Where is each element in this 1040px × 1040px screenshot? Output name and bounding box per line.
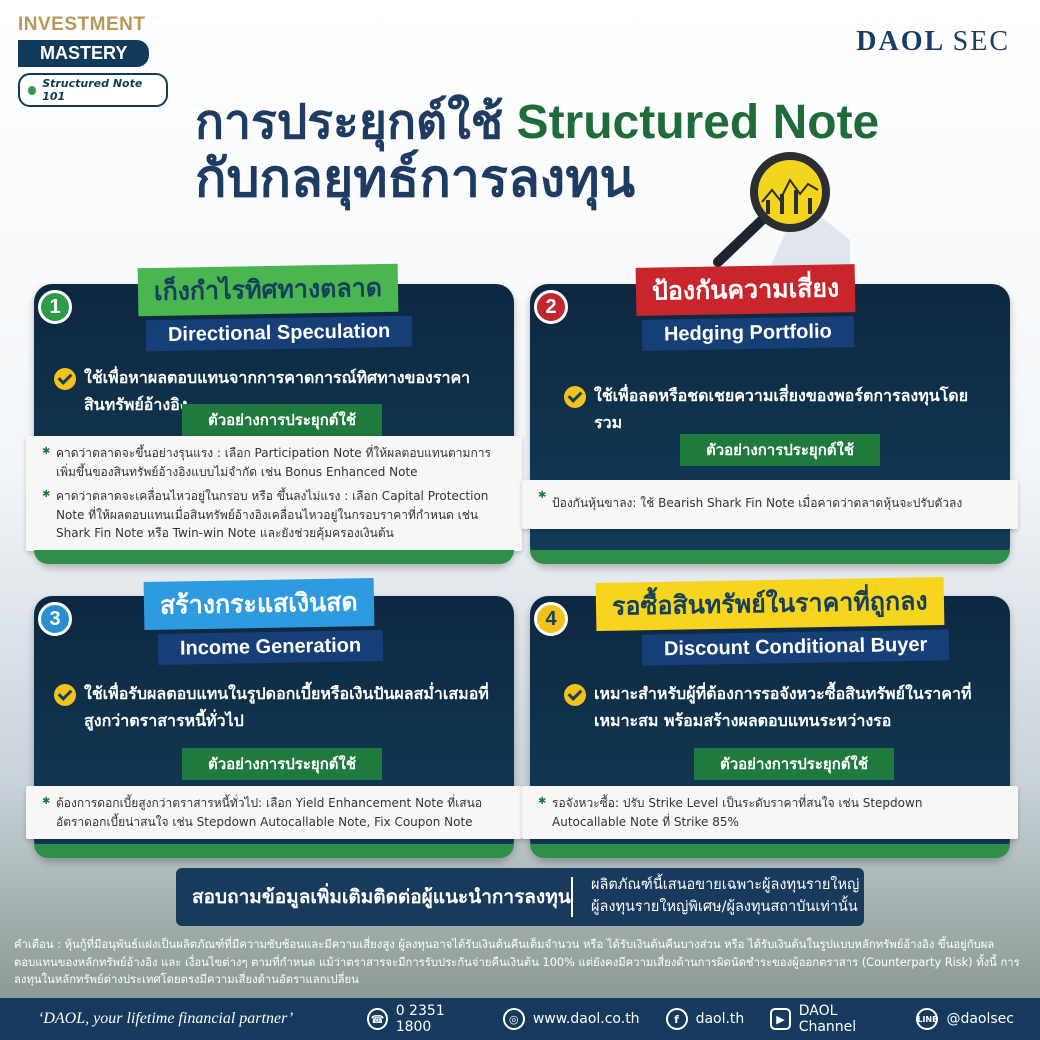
title-line1-th: การประยุกต์ใช้ bbox=[195, 96, 517, 149]
card-title-en: Income Generation bbox=[157, 630, 384, 665]
example-item: คาดว่าตลาดจะขึ้นอย่างรุนแรง : เลือก Part… bbox=[42, 444, 498, 481]
contact-bar: สอบถามข้อมูลเพิ่มเติมติดต่อผู้แนะนำการลง… bbox=[176, 868, 864, 926]
series-investment: INVESTMENT bbox=[18, 14, 146, 35]
series-tag-label: Structured Note 101 bbox=[42, 77, 143, 103]
check-icon bbox=[54, 368, 76, 390]
eligibility-line-1: ผลิตภัณฑ์นี้เสนอขายเฉพาะผู้ลงทุนรายใหญ่ bbox=[591, 877, 860, 894]
facebook-link[interactable]: f daol.th bbox=[665, 1008, 745, 1030]
check-icon bbox=[564, 386, 586, 408]
example-label: ตัวอย่างการประยุกต์ใช้ bbox=[182, 748, 383, 780]
example-paper: คาดว่าตลาดจะขึ้นอย่างรุนแรง : เลือก Part… bbox=[26, 436, 522, 551]
series-badge: INVESTMENT MASTERY Structured Note 101 bbox=[18, 14, 168, 107]
phone-number: 0 2351 1800 bbox=[395, 1003, 445, 1035]
contact-advisor: สอบถามข้อมูลเพิ่มเติมติดต่อผู้แนะนำการลง… bbox=[192, 886, 571, 908]
contact-divider bbox=[571, 877, 573, 917]
check-icon bbox=[564, 684, 586, 706]
title-line1-en: Structured Note bbox=[516, 96, 880, 149]
card-title-th: รอซื้อสินทรัพย์ในราคาที่ถูกลง bbox=[595, 576, 945, 632]
logo-daol: DAOL bbox=[856, 26, 944, 57]
slogan: ‘DAOL, your lifetime financial partner’ bbox=[38, 1010, 294, 1027]
youtube-channel: DAOL Channel bbox=[798, 1003, 857, 1035]
card-number: 4 bbox=[534, 602, 568, 636]
card-title-en: Discount Conditional Buyer bbox=[641, 629, 950, 666]
example-label: ตัวอย่างการประยุกต์ใช้ bbox=[680, 434, 881, 466]
youtube-icon: ▶ bbox=[770, 1008, 791, 1030]
example-label: ตัวอย่างการประยุกต์ใช้ bbox=[182, 404, 383, 436]
title-line2: กับกลยุทธ์การลงทุน bbox=[195, 149, 636, 208]
example-item: ป้องกันหุ้นขาลง: ใช้ Bearish Shark Fin N… bbox=[538, 488, 994, 521]
example-paper: ต้องการดอกเบี้ยสูงกว่าตราสารหนี้ทั่วไป: … bbox=[26, 786, 522, 840]
card-title-th: ป้องกันความเสี่ยง bbox=[635, 264, 856, 316]
example-paper: ป้องกันหุ้นขาลง: ใช้ Bearish Shark Fin N… bbox=[522, 480, 1018, 529]
disclaimer: คำเตือน : หุ้นกู้ที่มีอนุพันธ์แฝงเป็นผลิ… bbox=[14, 938, 1020, 986]
card-number: 1 bbox=[38, 290, 72, 324]
globe-icon: ◎ bbox=[502, 1008, 525, 1030]
facebook-icon: f bbox=[665, 1008, 688, 1030]
example-label: ตัวอย่างการประยุกต์ใช้ bbox=[694, 748, 895, 780]
dot-icon bbox=[28, 85, 37, 95]
check-icon bbox=[54, 684, 76, 706]
card-footer-strip bbox=[530, 844, 1010, 858]
card-title-th: สร้างกระแสเงินสด bbox=[143, 577, 375, 631]
card-discount-conditional-buyer: 4 รอซื้อสินทรัพย์ในราคาที่ถูกลง Discount… bbox=[522, 576, 1018, 858]
example-paper: รอจังหวะซื้อ: ปรับ Strike Level เป็นระดั… bbox=[522, 786, 1018, 840]
website-link[interactable]: ◎ www.daol.co.th bbox=[502, 1008, 640, 1030]
card-hedging-portfolio: 2 ป้องกันความเสี่ยง Hedging Portfolio ใช… bbox=[522, 264, 1018, 564]
logo-sec: SEC bbox=[952, 26, 1010, 57]
card-title-en: Hedging Portfolio bbox=[641, 316, 855, 351]
card-footer-strip bbox=[34, 844, 514, 858]
card-number: 2 bbox=[534, 290, 568, 324]
facebook-handle: daol.th bbox=[695, 1011, 745, 1027]
card-income-generation: 3 สร้างกระแสเงินสด Income Generation ใช้… bbox=[26, 577, 522, 858]
youtube-link[interactable]: ▶ DAOL Channel bbox=[770, 1003, 890, 1035]
card-directional-speculation: 1 เก็งกำไรทิศทางตลาด Directional Specula… bbox=[26, 263, 522, 564]
card-footer-strip bbox=[530, 550, 1010, 564]
card-title-th: เก็งกำไรทิศทางตลาด bbox=[137, 263, 399, 317]
contact-eligibility: ผลิตภัณฑ์นี้เสนอขายเฉพาะผู้ลงทุนรายใหญ่ … bbox=[573, 875, 859, 919]
card-purpose: ใช้เพื่อรับผลตอบแทนในรูปดอกเบี้ยหรือเงิน… bbox=[54, 680, 500, 734]
line-icon: LINE bbox=[916, 1008, 939, 1030]
line-link[interactable]: LINE @daolsec bbox=[916, 1008, 1014, 1030]
series-tag: Structured Note 101 bbox=[18, 73, 168, 107]
daol-sec-logo: DAOL SEC bbox=[856, 26, 1010, 58]
card-purpose: ใช้เพื่อลดหรือชดเชยความเสี่ยงของพอร์ตการ… bbox=[564, 382, 996, 436]
card-purpose: ใช้เพื่อหาผลตอบแทนจากการคาดการณ์ทิศทางขอ… bbox=[54, 364, 500, 418]
example-item: คาดว่าตลาดจะเคลื่อนไหวอยู่ในกรอบ หรือ ขึ… bbox=[42, 487, 498, 543]
example-item: ต้องการดอกเบี้ยสูงกว่าตราสารหนี้ทั่วไป: … bbox=[42, 794, 498, 831]
card-footer-strip bbox=[34, 550, 514, 564]
phone-link[interactable]: ☎ 0 2351 1800 bbox=[367, 1003, 477, 1035]
website-url: www.daol.co.th bbox=[532, 1011, 640, 1027]
footer-bar: ‘DAOL, your lifetime financial partner’ … bbox=[0, 998, 1040, 1040]
card-purpose: เหมาะสำหรับผู้ที่ต้องการรอจังหวะซื้อสินท… bbox=[564, 680, 996, 734]
eligibility-line-2: ผู้ลงทุนรายใหญ่พิเศษ/ผู้ลงทุนสถาบันเท่าน… bbox=[591, 899, 858, 915]
card-title-en: Directional Speculation bbox=[145, 315, 413, 352]
series-mastery: MASTERY bbox=[18, 40, 150, 67]
phone-icon: ☎ bbox=[367, 1008, 388, 1030]
page-title: การประยุกต์ใช้ Structured Note กับกลยุทธ… bbox=[195, 96, 879, 208]
line-handle: @daolsec bbox=[946, 1011, 1014, 1027]
card-number: 3 bbox=[38, 602, 72, 636]
example-item: รอจังหวะซื้อ: ปรับ Strike Level เป็นระดั… bbox=[538, 794, 994, 831]
